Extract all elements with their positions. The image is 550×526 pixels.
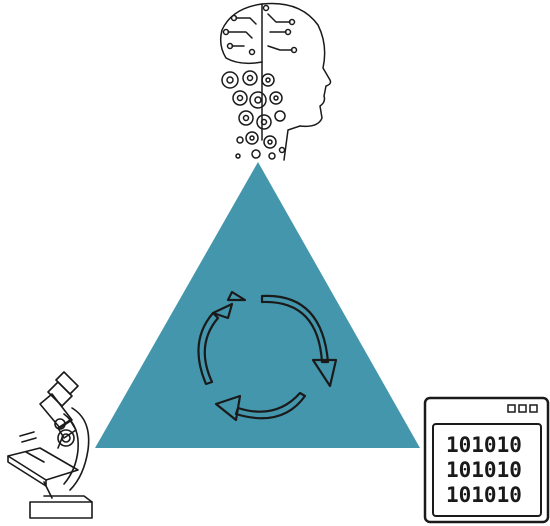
code-window-icon: 101010 101010 101010 bbox=[423, 396, 550, 524]
binary-line-1: 101010 bbox=[446, 433, 522, 457]
binary-line-2: 101010 bbox=[446, 458, 522, 482]
microscope-icon bbox=[7, 371, 93, 519]
cycle-arrows-icon bbox=[197, 290, 338, 422]
triangle bbox=[95, 162, 420, 448]
binary-line-3: 101010 bbox=[446, 483, 522, 507]
window-dot-1 bbox=[507, 404, 516, 413]
ai-head-icon bbox=[219, 2, 332, 161]
window-dot-2 bbox=[518, 404, 527, 413]
window-dot-3 bbox=[529, 404, 538, 413]
